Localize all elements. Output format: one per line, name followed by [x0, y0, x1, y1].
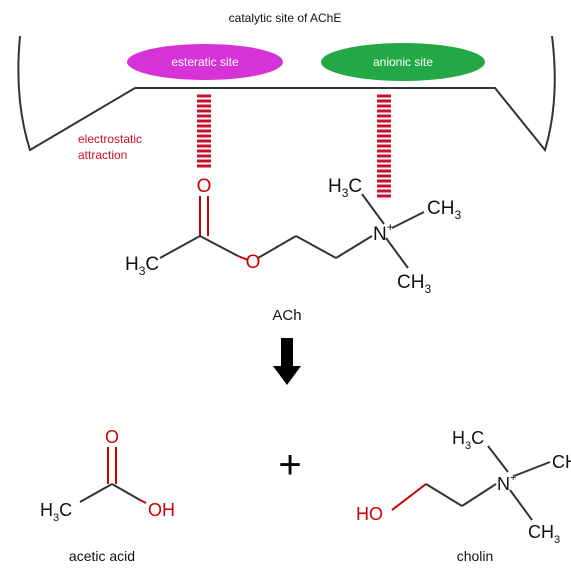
reaction-arrow	[273, 338, 301, 385]
cholin-bonds	[391, 445, 551, 521]
anionic-interaction-hatch	[377, 94, 391, 198]
esteratic-site-label: esteratic site	[171, 55, 239, 69]
anionic-site-label: anionic site	[373, 55, 433, 69]
cholin-hydroxyl: HO	[356, 504, 383, 524]
acetic-acid-oxygen: O	[105, 427, 119, 447]
cholin-top-methyl: H3C	[452, 428, 484, 452]
anionic-site: anionic site	[321, 43, 485, 81]
ach-label: ACh	[272, 307, 301, 324]
ach-carbonyl-oxygen: O	[197, 176, 212, 197]
ach-top-methyl: H3C	[328, 176, 362, 200]
acetic-acid-methyl: H3C	[40, 500, 72, 524]
diagram-title: catalytic site of AChE	[229, 11, 342, 25]
ach-methyl-group: H3C	[125, 254, 159, 278]
acetic-acid-hydroxyl: OH	[148, 500, 175, 520]
ach-nitrogen: N+	[373, 220, 394, 245]
cholin-label: cholin	[457, 548, 494, 564]
electrostatic-label-line2: attraction	[78, 148, 127, 162]
ach-bottom-methyl: CH3	[397, 272, 431, 296]
esteratic-site: esteratic site	[127, 44, 283, 80]
cholin-nitrogen: N+	[497, 472, 516, 494]
cholin-bottom-methyl: CH3	[528, 522, 560, 546]
ach-bonds	[159, 193, 425, 269]
ach-ester-oxygen: O	[246, 252, 261, 273]
plus-sign: +	[278, 443, 301, 487]
enzyme-pocket-outline	[17, 35, 556, 153]
esteratic-interaction-hatch	[197, 94, 211, 168]
ach-right-methyl: CH3	[427, 198, 461, 222]
electrostatic-label-line1: electrostatic	[78, 132, 142, 146]
acetic-acid-label: acetic acid	[69, 548, 135, 564]
cholin-right-methyl-partial: CH	[552, 452, 571, 472]
acetic-acid-bonds	[79, 447, 147, 504]
